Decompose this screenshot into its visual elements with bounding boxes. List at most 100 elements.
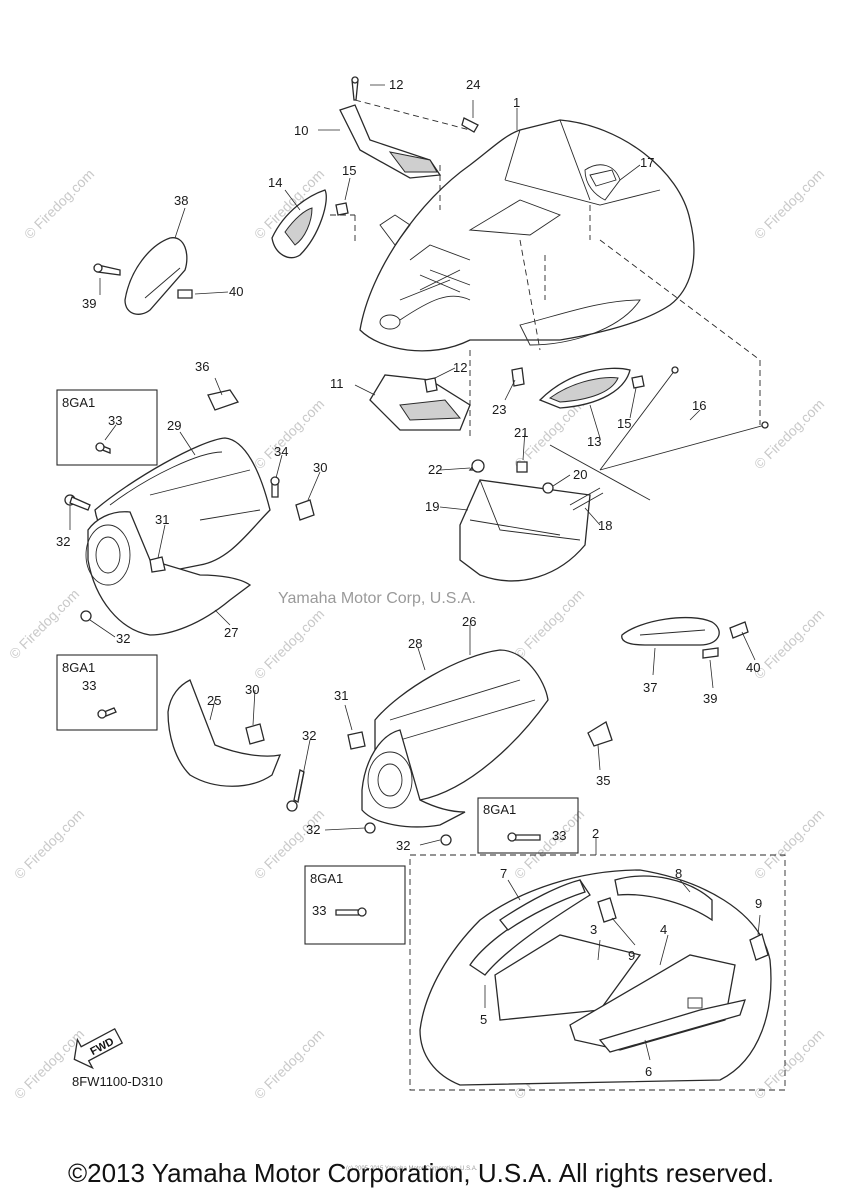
part-35-clip bbox=[587, 721, 613, 747]
part-28-right-panel bbox=[361, 729, 466, 828]
part-5-strip bbox=[469, 879, 591, 976]
part-36-clip bbox=[207, 389, 240, 411]
callout-33: 33 bbox=[108, 413, 122, 428]
callout-2: 2 bbox=[592, 826, 599, 841]
callout-5: 5 bbox=[480, 1012, 487, 1027]
part-32-bolt-right bbox=[364, 822, 452, 846]
part-20-screw bbox=[542, 482, 554, 494]
part-17-vent bbox=[589, 169, 617, 187]
part-10-bracket bbox=[339, 104, 442, 179]
callout-26: 26 bbox=[462, 614, 476, 629]
part-21-nut bbox=[516, 461, 528, 473]
callout-22: 22 bbox=[428, 462, 442, 477]
watermark: © Firedog.com bbox=[251, 606, 327, 682]
leader-lines bbox=[69, 84, 761, 1061]
part-8-strip bbox=[614, 875, 713, 922]
part-37-cover bbox=[621, 616, 749, 659]
watermark: © Firedog.com bbox=[511, 586, 587, 662]
fwd-arrow-icon: FWD bbox=[73, 1027, 124, 1070]
callout-19: 19 bbox=[425, 499, 439, 514]
callout-17: 17 bbox=[640, 155, 654, 170]
callout-39: 39 bbox=[703, 691, 717, 706]
watermark: © Firedog.com bbox=[11, 1026, 87, 1102]
callout-37: 37 bbox=[643, 680, 657, 695]
part-15-fastener bbox=[335, 202, 349, 216]
callout-39: 39 bbox=[82, 296, 96, 311]
watermark: © Firedog.com bbox=[21, 166, 97, 242]
callout-9: 9 bbox=[755, 896, 762, 911]
watermark: © Firedog.com bbox=[751, 606, 827, 682]
callout-32: 32 bbox=[56, 534, 70, 549]
callout-40: 40 bbox=[746, 660, 760, 675]
callout-4: 4 bbox=[660, 922, 667, 937]
model-label: 8GA1 bbox=[483, 802, 516, 817]
callout-33: 33 bbox=[552, 828, 566, 843]
callout-16: 16 bbox=[692, 398, 706, 413]
part-27-left-panel bbox=[85, 511, 252, 636]
callout-30: 30 bbox=[313, 460, 327, 475]
callout-36: 36 bbox=[195, 359, 209, 374]
callout-labels: 12 24 1 10 17 14 15 38 39 40 12 11 23 13… bbox=[56, 77, 762, 1079]
part-14-grille bbox=[271, 189, 327, 259]
callout-33: 33 bbox=[312, 903, 326, 918]
part-6-strip bbox=[598, 999, 746, 1053]
part-31b-clip bbox=[347, 731, 366, 750]
watermark: © Firedog.com bbox=[751, 1026, 827, 1102]
callout-11: 11 bbox=[330, 376, 344, 391]
part-3-pad bbox=[494, 934, 642, 1021]
part-38-cover bbox=[93, 237, 193, 315]
callout-32: 32 bbox=[116, 631, 130, 646]
callout-32: 32 bbox=[306, 822, 320, 837]
part-9-clip bbox=[597, 897, 769, 961]
model-box-2: 8GA1 33 bbox=[56, 654, 158, 731]
callout-6: 6 bbox=[645, 1064, 652, 1079]
watermark: © Firedog.com bbox=[6, 586, 82, 662]
callout-3: 3 bbox=[590, 922, 597, 937]
model-label: 8GA1 bbox=[310, 871, 343, 886]
part-11-duct bbox=[369, 374, 471, 431]
callout-15: 15 bbox=[617, 416, 631, 431]
part-1-upper-cover bbox=[359, 119, 695, 352]
part-19-glove-box bbox=[459, 460, 591, 582]
diagram-code: 8FW1100-D310 bbox=[72, 1074, 163, 1089]
callout-33: 33 bbox=[82, 678, 96, 693]
callout-30: 30 bbox=[245, 682, 259, 697]
watermark: © Firedog.com bbox=[11, 806, 87, 882]
part-23-clip bbox=[511, 367, 525, 387]
callout-12: 12 bbox=[453, 360, 467, 375]
part-15-fastener-b bbox=[631, 375, 645, 389]
part-25-lower-panel bbox=[167, 679, 282, 787]
part-13-grille bbox=[538, 367, 631, 409]
callout-8: 8 bbox=[675, 866, 682, 881]
callout-10: 10 bbox=[294, 123, 308, 138]
callout-9: 9 bbox=[628, 948, 635, 963]
part-30-clip bbox=[295, 499, 315, 521]
callout-13: 13 bbox=[587, 434, 601, 449]
center-watermark: Yamaha Motor Corp, U.S.A. bbox=[278, 590, 476, 607]
callout-12: 12 bbox=[389, 77, 403, 92]
model-box-3: 8GA1 33 bbox=[477, 797, 579, 854]
callout-7: 7 bbox=[500, 866, 507, 881]
callout-32: 32 bbox=[302, 728, 316, 743]
watermark: © Firedog.com bbox=[751, 396, 827, 472]
assembly-2-frame bbox=[409, 854, 786, 1091]
callout-31: 31 bbox=[155, 512, 169, 527]
model-label: 8GA1 bbox=[62, 395, 95, 410]
part-18-spring bbox=[569, 487, 604, 511]
tiny-copyright: (c) 2005-2015 Yamaha Motor Corporation, … bbox=[346, 1166, 478, 1172]
part-26-right-panel bbox=[374, 649, 549, 801]
copyright-footer: ©2013 Yamaha Motor Corporation, U.S.A. A… bbox=[67, 1158, 775, 1188]
watermark: © Firedog.com bbox=[751, 806, 827, 882]
callout-15: 15 bbox=[342, 163, 356, 178]
part-34-bolt bbox=[270, 476, 280, 498]
fwd-label: FWD bbox=[88, 1036, 116, 1058]
callout-32: 32 bbox=[396, 838, 410, 853]
callout-34: 34 bbox=[274, 444, 288, 459]
part-31-clip bbox=[149, 556, 166, 573]
model-box-1: 8GA1 33 bbox=[56, 389, 158, 466]
callout-20: 20 bbox=[573, 467, 587, 482]
callout-24: 24 bbox=[466, 77, 480, 92]
part-30b-clip bbox=[245, 723, 265, 745]
part-22-grommet bbox=[471, 459, 485, 473]
